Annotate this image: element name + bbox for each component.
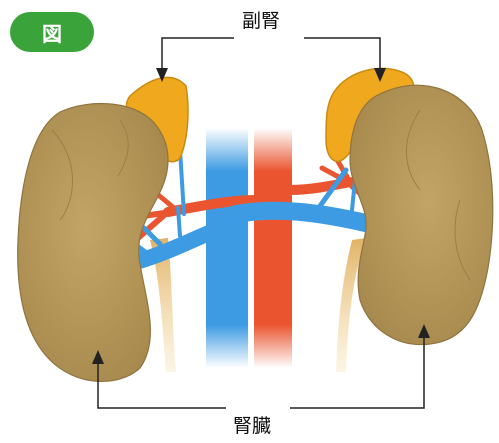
adrenal-callout	[162, 38, 380, 70]
kidney-label: 腎臓	[229, 411, 275, 438]
vena-cava	[206, 128, 248, 368]
right-kidney	[350, 85, 493, 344]
left-kidney	[18, 104, 168, 382]
aorta	[254, 128, 292, 368]
figure-badge-text: 図	[42, 18, 62, 47]
figure-badge: 図	[10, 12, 94, 52]
adrenal-label: 副腎	[238, 6, 284, 33]
